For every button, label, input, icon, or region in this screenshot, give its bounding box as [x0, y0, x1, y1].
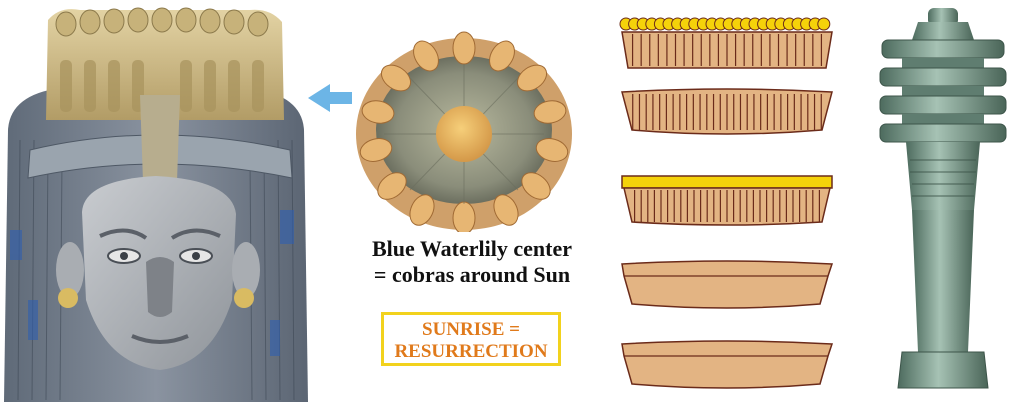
crown-diagram-stack [619, 17, 834, 389]
ribbed-crown-sun-band-diagram [621, 175, 833, 226]
djed-amulet-image [879, 8, 1007, 389]
statue-bust-image [4, 7, 308, 402]
plain-crown-diagram [621, 260, 834, 309]
ribbed-crown-diagram [621, 88, 833, 135]
cobra-frieze-diagram [619, 17, 833, 69]
waterlily-bowl-image [356, 31, 572, 232]
sun-disc [817, 17, 831, 31]
sunrise-callout: SUNRISE = RESURRECTION [381, 312, 561, 366]
plain-crown-diagram-2 [621, 340, 834, 389]
callout-line-2: RESURRECTION [394, 341, 548, 362]
callout-line-1: SUNRISE = [422, 319, 520, 340]
caption-line-2: = cobras around Sun [373, 262, 571, 287]
arrow-left-icon [308, 84, 352, 112]
caption-line-1: Blue Waterlily center [372, 236, 572, 261]
